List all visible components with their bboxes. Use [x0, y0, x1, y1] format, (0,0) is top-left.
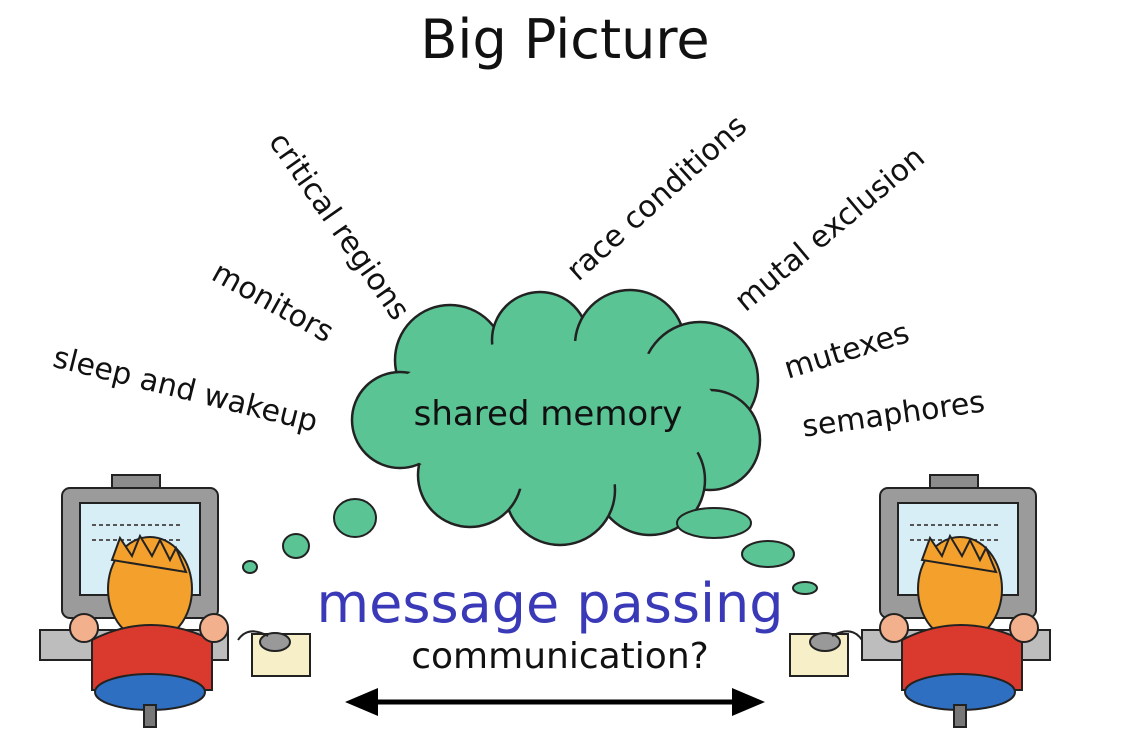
shared-memory-cloud-icon: [350, 288, 762, 547]
thought-bubbles-right: [676, 507, 818, 595]
double-arrow-icon: [345, 688, 765, 716]
shared-memory-label: shared memory: [413, 394, 683, 434]
communication-question: communication?: [411, 636, 709, 677]
message-passing-label: message passing: [316, 572, 784, 635]
left-person-at-computer-icon: [39, 474, 311, 728]
thought-bubbles-left: [242, 498, 377, 574]
diagram-title: Big Picture: [420, 8, 710, 71]
right-person-at-computer-icon: [789, 474, 1051, 728]
